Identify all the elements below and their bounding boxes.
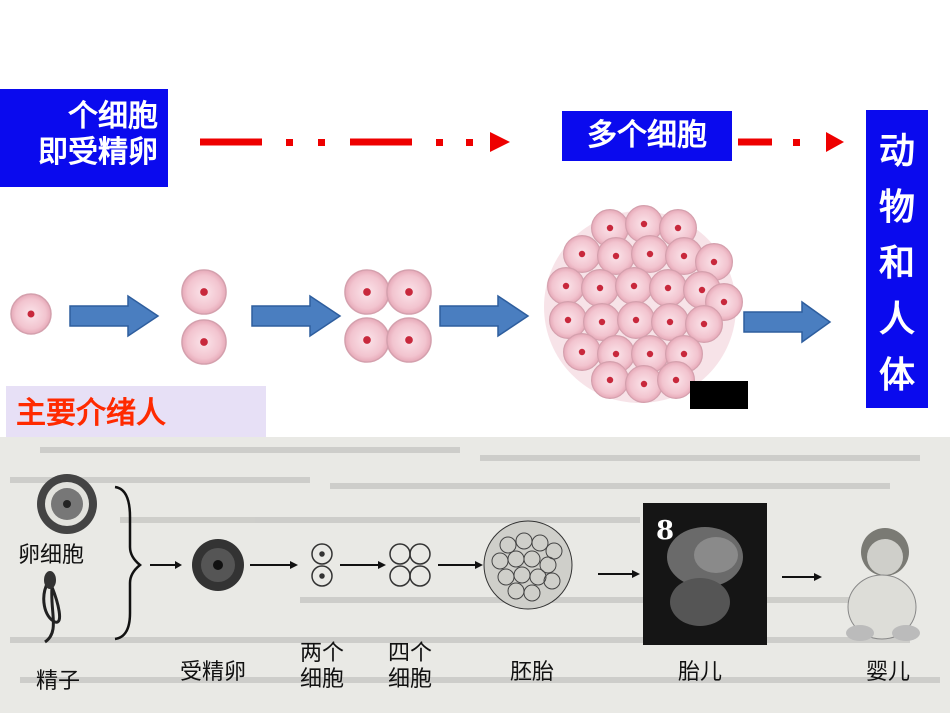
textbook-illustration-graphics: 8 [0,437,950,713]
zygote-caption: 受精卵 [180,660,247,685]
baby-image [846,528,920,641]
four-cells-caption: 四个 细胞 [388,641,432,693]
two-cells [181,269,227,365]
textbook-illustration: 8 卵细胞 精子 受精卵 两个 细胞 四个 细胞 胚胎 胎儿 婴儿 [0,437,950,713]
sperm-image [42,571,62,644]
four-cells-caption-l2: 细胞 [388,667,433,692]
sperm-caption: 精子 [36,669,81,694]
cell-division-diagram [10,132,844,403]
final-char-2: 物 [878,187,915,228]
zygote-label-line1: 个细胞 [68,99,158,134]
final-char-1: 动 [878,131,915,172]
four-cells [344,269,432,363]
fetus-caption: 胎儿 [678,660,723,685]
single-cell [10,293,52,335]
blue-arrow-4 [743,300,832,344]
four-cells-caption-l1: 四个 [388,641,433,666]
bracket [114,485,143,641]
final-char-4: 人 [878,299,915,340]
fetus-month: 8 [656,516,674,546]
many-cells-cluster [544,205,744,403]
two-cells-caption-l1: 两个 [300,641,345,666]
fetus-image [643,503,767,645]
animal-human-body-label: 动 物 和 人 体 [866,110,928,408]
zygote-label-line2: 即受精卵 [38,135,158,170]
zygote-image [192,539,244,591]
four-cells-image [389,543,431,587]
zygote-label: 个细胞 即受精卵 [0,89,168,187]
two-cells-caption: 两个 细胞 [300,641,344,693]
two-cells-caption-l2: 细胞 [300,667,345,692]
black-block [690,381,748,409]
baby-caption: 婴儿 [866,660,911,685]
embryo-caption: 胚胎 [510,660,555,685]
highlight-label: 主要介绪人 [6,386,266,442]
egg-cell-image [37,474,97,534]
final-char-5: 体 [878,355,915,396]
egg-cell-caption: 卵细胞 [18,543,85,568]
blue-arrow-3 [439,294,530,338]
dashed-arrow-1 [200,132,510,152]
blue-arrow-1 [69,294,160,338]
final-char-3: 和 [878,243,915,284]
two-cells-image [311,543,333,587]
embryo-image [483,520,573,610]
many-cells-label: 多个细胞 [562,111,732,161]
dashed-arrow-2 [738,132,844,152]
blue-arrow-2 [251,294,342,338]
